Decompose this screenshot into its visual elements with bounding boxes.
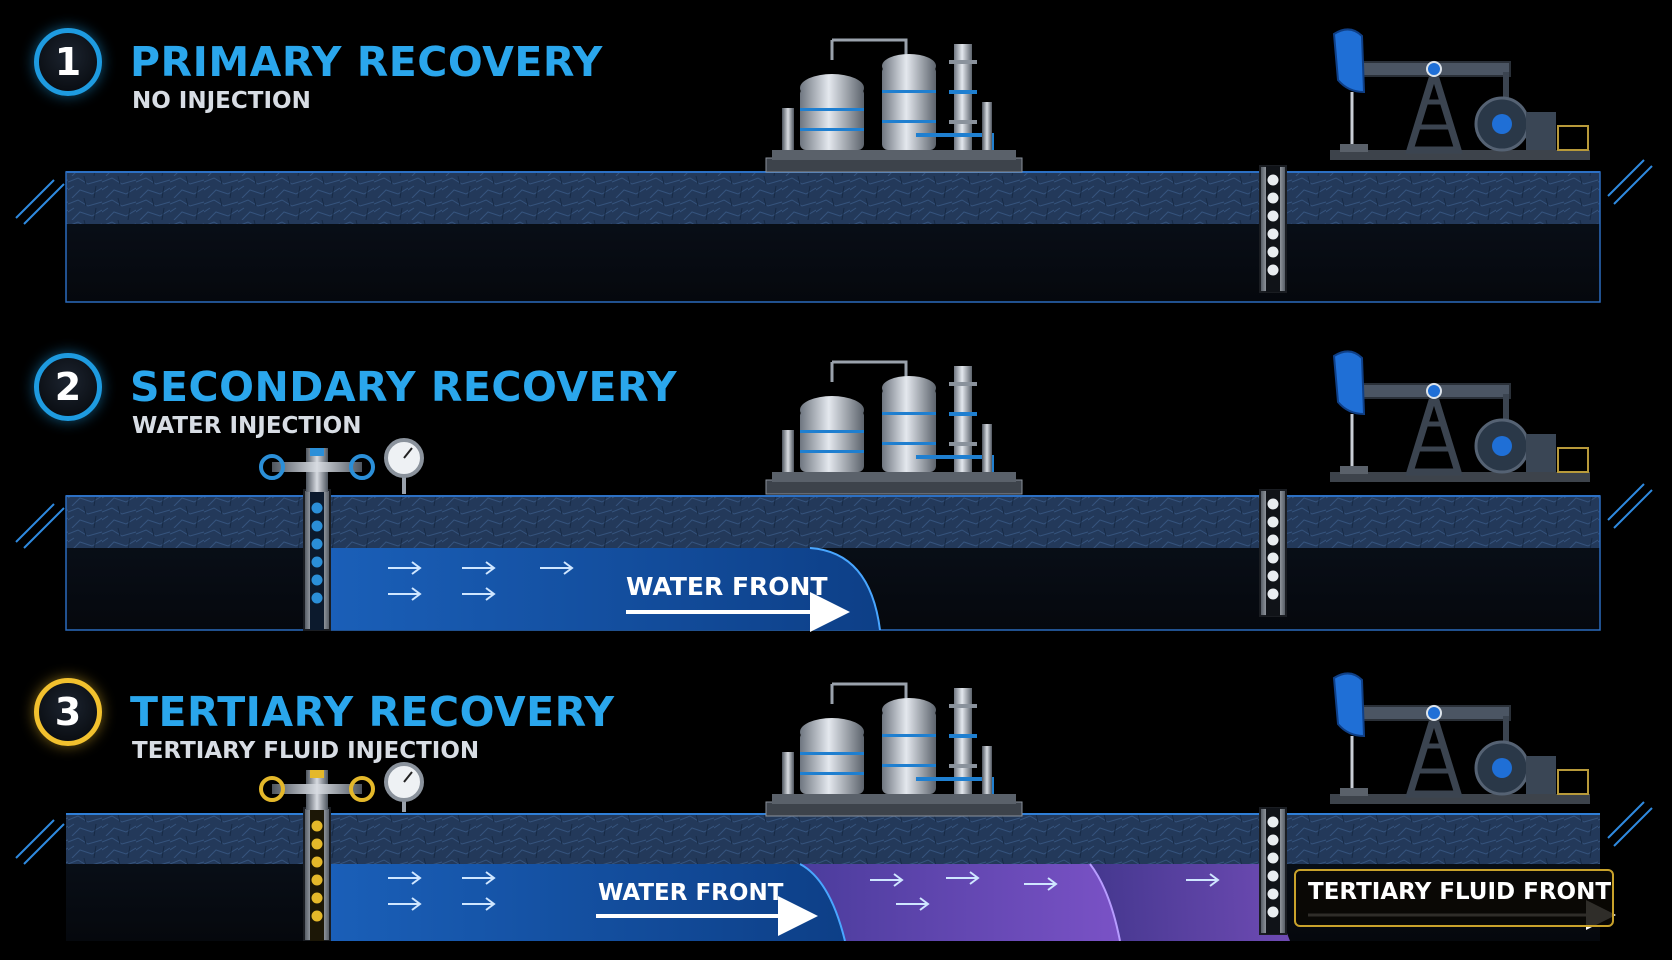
- wellhead-valve-icon-gold: [259, 770, 375, 810]
- pumpjack-icon: [1330, 29, 1590, 160]
- pressure-gauge-icon-3: [384, 762, 424, 812]
- flow-arrows-3: [388, 871, 1220, 911]
- panel-title-3: TERTIARY RECOVERY: [130, 688, 615, 736]
- production-well-1: [1259, 165, 1287, 293]
- panel-subtitle-2: WATER INJECTION: [132, 413, 362, 439]
- panel-secondary-recovery: 2 SECONDARY RECOVERY WATER INJECTION: [0, 325, 1672, 635]
- injection-well-3: [303, 807, 331, 941]
- production-well-3: [1259, 807, 1287, 935]
- pumpjack-icon-2: [1330, 351, 1590, 482]
- panel-tertiary-recovery: 3 TERTIARY RECOVERY TERTIARY FLUID INJEC…: [0, 650, 1672, 960]
- injection-well-2: [303, 489, 331, 631]
- panel-title-1: PRIMARY RECOVERY: [130, 38, 603, 86]
- pressure-gauge-icon: [384, 438, 424, 494]
- tertiary-fluid-region: [800, 864, 1120, 941]
- step-badge-2: 2: [34, 353, 102, 421]
- water-front-label-3: WATER FRONT: [598, 880, 784, 906]
- panel-subtitle-1: NO INJECTION: [132, 88, 311, 114]
- processing-plant-icon-3: [764, 682, 1024, 818]
- flow-arrows-2: [388, 561, 574, 601]
- panel-title-2: SECONDARY RECOVERY: [130, 363, 678, 411]
- processing-plant-icon-2: [764, 360, 1024, 496]
- processing-plant-icon: [764, 38, 1024, 174]
- pumpjack-icon-3: [1330, 673, 1590, 804]
- step-badge-1: 1: [34, 28, 102, 96]
- tertiary-front-box: [1294, 869, 1614, 927]
- water-flood-region-3: [330, 864, 845, 941]
- production-well-2: [1259, 489, 1287, 617]
- panel-primary-recovery: 1 PRIMARY RECOVERY NO INJECTION: [0, 0, 1672, 310]
- step-badge-3: 3: [34, 678, 102, 746]
- water-front-label-2: WATER FRONT: [626, 572, 828, 601]
- wellhead-valve-icon: [259, 448, 375, 492]
- panel-subtitle-3: TERTIARY FLUID INJECTION: [132, 738, 480, 764]
- tertiary-front-label: TERTIARY FLUID FRONT: [1308, 879, 1612, 905]
- strata-panel-1: [15, 159, 1653, 303]
- tertiary-fluid-region-outer: [1090, 864, 1290, 941]
